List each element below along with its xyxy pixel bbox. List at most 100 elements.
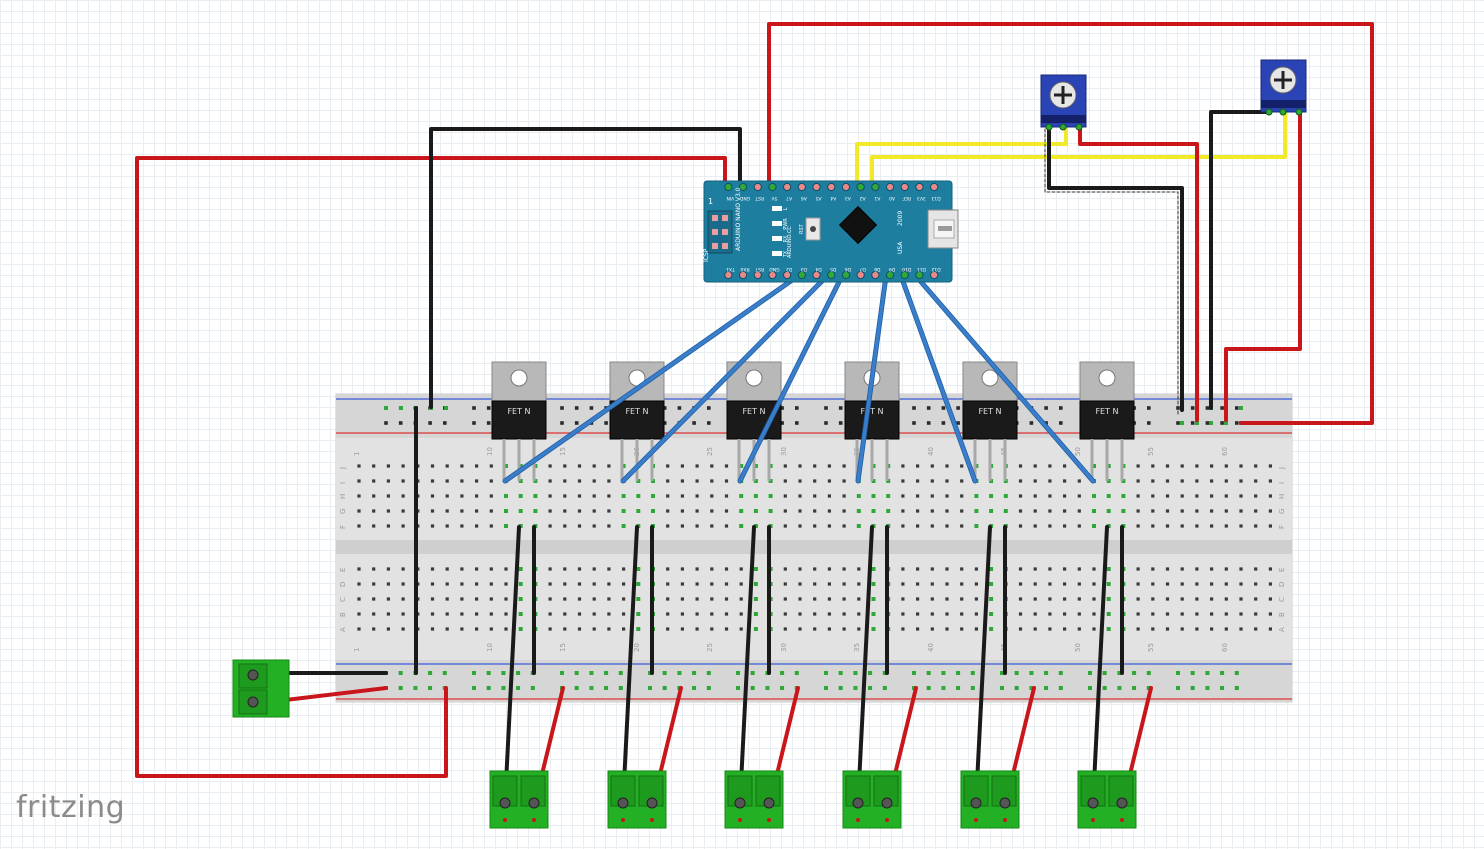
rail-hole [560,421,564,425]
breadboard-hole [504,627,508,631]
breadboard-hole [1165,494,1170,498]
screw-terminal-pin [974,818,978,822]
power-terminal [232,659,290,718]
breadboard-hole [960,464,964,468]
nano-top-pin [915,182,924,192]
nano-bottom-pin-label: TX1 [726,266,736,272]
connected-rail-hole [472,686,476,690]
connected-rail-hole [1209,421,1213,425]
breadboard-hole [1136,494,1140,498]
nano-top-pin [812,182,821,192]
breadboard-hole [1048,597,1052,601]
breadboard-hole [1195,582,1199,586]
power-terminal-screw-1 [247,669,259,681]
breadboard-hole [1195,567,1199,571]
rail-hole [1220,406,1224,410]
breadboard-row-label: I [339,482,347,484]
mosfet: FET N [1079,361,1135,481]
breadboard-hole [827,509,831,513]
breadboard-hole [1268,567,1272,571]
connected-hole [989,494,994,498]
rail-hole [1205,406,1210,410]
breadboard-hole [430,509,435,513]
breadboard-hole [1151,464,1155,468]
breadboard-hole [783,509,787,513]
breadboard-hole [1077,509,1081,513]
breadboard-hole [945,494,949,498]
breadboard-hole [1048,567,1052,571]
wire-yellow-a1 [870,110,1287,188]
rail-hole [1190,406,1195,410]
breadboard-hole [489,597,493,601]
connected-rail-hole [736,671,740,675]
breadboard-hole [1048,627,1052,631]
breadboard-hole [1195,464,1199,468]
nano-bottom-pin [930,270,939,280]
connected-rail-hole [853,671,858,675]
breadboard-hole [1268,612,1272,616]
nano-bottom-pin [783,270,792,280]
rail-hole [780,406,784,410]
screw-terminal-pin [856,818,860,822]
breadboard-hole [607,597,611,601]
connected-rail-hole [956,686,961,690]
breadboard-hole [548,509,552,513]
breadboard-hole [1165,524,1170,528]
breadboard-hole [592,524,596,528]
breadboard-hole [1092,627,1096,631]
connected-rail-hole [1180,421,1184,425]
breadboard-hole [445,464,449,468]
screw-terminal-pin [1120,818,1124,822]
nano-top-pin-label: VIN [726,195,734,201]
connected-hole [989,612,994,616]
breadboard-column-label: 15 [559,643,567,652]
breadboard-hole [930,597,934,601]
breadboard-hole [974,567,978,571]
rail-hole [604,421,608,425]
connected-hole [974,524,979,528]
connected-rail-hole [618,671,623,675]
mosfet-leg [1003,439,1007,481]
breadboard-row-label: B [1278,612,1286,617]
connected-rail-hole [1220,686,1225,690]
screw-terminal-screw [881,797,893,809]
breadboard-hole [1210,627,1214,631]
breadboard-hole [974,597,978,601]
breadboard-hole [1254,567,1258,571]
breadboard-hole [916,627,920,631]
breadboard-hole [607,509,611,513]
connected-hole [871,627,876,631]
breadboard-hole [827,479,831,483]
breadboard-hole [445,612,449,616]
connected-hole [1092,524,1096,528]
breadboard-column-label: 10 [486,643,494,652]
screw-terminal-screw [499,797,511,809]
connected-rail-hole [736,686,740,690]
rail-hole [662,421,667,425]
breadboard-hole [1165,612,1170,616]
breadboard-hole [1033,464,1037,468]
breadboard-hole [1033,597,1037,601]
breadboard-hole [1224,524,1228,528]
connected-rail-hole [1234,686,1239,690]
breadboard-hole [1165,509,1170,513]
mosfet-tab [1079,361,1135,403]
connected-rail-hole [1132,686,1137,690]
breadboard-hole [1048,494,1052,498]
breadboard-hole [592,627,596,631]
rail-hole [486,421,491,425]
breadboard-hole [960,494,964,498]
breadboard-hole [401,582,405,586]
mosfet-leg [870,439,874,481]
breadboard-hole [798,464,802,468]
breadboard-hole [857,627,861,631]
connected-rail-hole [1014,686,1019,690]
nano-top-pin [753,182,762,192]
breadboard-hole [386,524,390,528]
nano-top-pin-label: A2 [860,195,866,201]
breadboard-row-label: D [339,582,347,587]
led-pwr [772,221,782,226]
breadboard-hole [430,524,435,528]
wire-black-pot1-selection [1044,113,1179,415]
breadboard-hole [622,627,626,631]
